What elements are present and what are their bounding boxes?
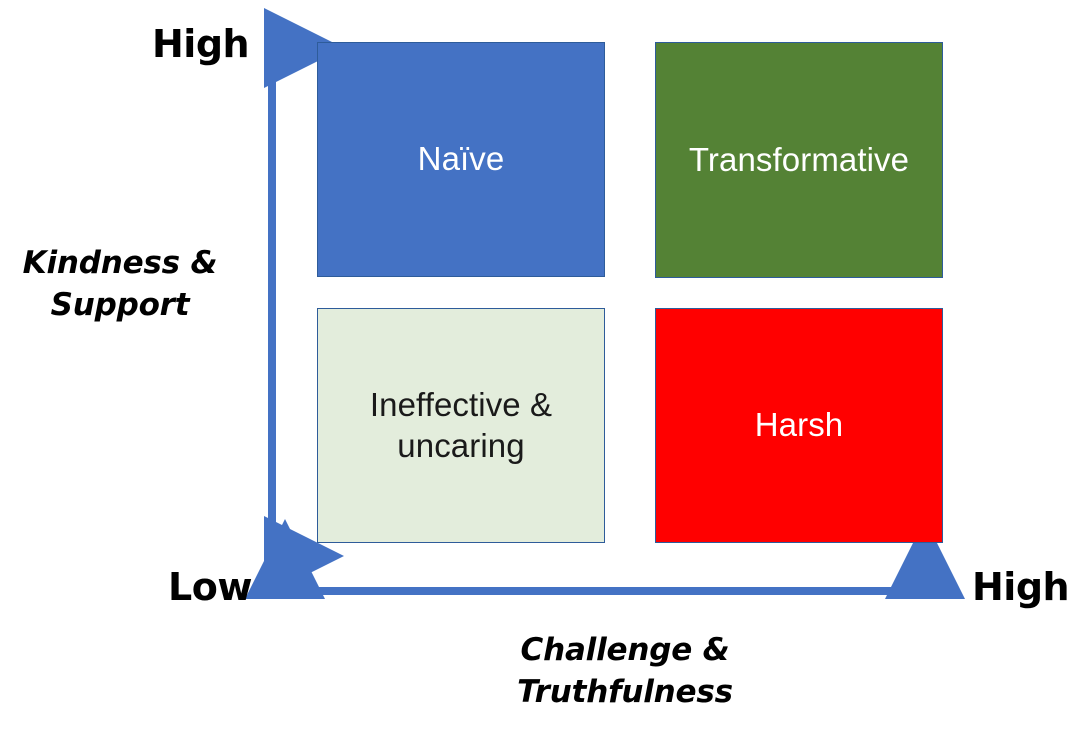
- x-axis-high-label: High: [972, 565, 1070, 609]
- quadrant-naive[interactable]: Naïve: [317, 42, 605, 277]
- quadrant-ineffective-uncaring[interactable]: Ineffective & uncaring: [317, 308, 605, 543]
- y-axis-title: Kindness & Support: [22, 245, 218, 323]
- quadrant-transformative[interactable]: Transformative: [655, 42, 943, 278]
- quadrant-transformative-label: Transformative: [688, 140, 910, 178]
- quadrant-ineffective-uncaring-label: Ineffective & uncaring: [369, 386, 553, 464]
- quadrant-harsh-label: Harsh: [754, 406, 844, 444]
- x-axis-low-label: Low: [168, 565, 252, 609]
- quadrant-harsh[interactable]: Harsh: [655, 308, 943, 543]
- y-axis-high-label: High: [152, 22, 250, 66]
- quadrant-naive-label: Naïve: [417, 140, 505, 178]
- x-axis-title: Challenge & Truthfulness: [517, 632, 733, 710]
